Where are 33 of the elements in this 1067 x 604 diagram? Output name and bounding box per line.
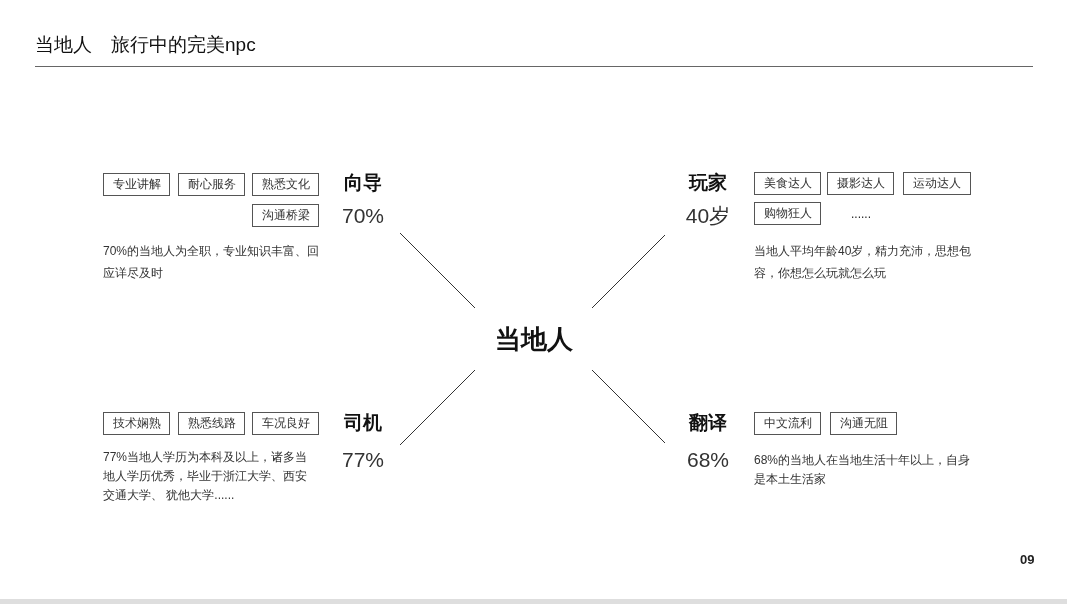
keyword-tag: 沟通无阻 xyxy=(830,412,897,435)
stat-value: 77% xyxy=(342,447,384,473)
keyword-tag: 运动达人 xyxy=(903,172,971,195)
keyword-tag: 中文流利 xyxy=(754,412,821,435)
role-heading: 司机 xyxy=(344,411,382,435)
connector-line xyxy=(591,369,666,444)
role-heading: 向导 xyxy=(344,171,382,195)
topic-label: 当地人 xyxy=(494,323,573,355)
connector-line xyxy=(591,234,666,309)
keyword-tag: 专业讲解 xyxy=(103,173,170,196)
role-heading: 玩家 xyxy=(689,171,727,195)
description-text: 70%的当地人为全职，专业知识丰富、回应详尽及时 xyxy=(103,243,321,282)
role-heading: 翻译 xyxy=(689,411,727,435)
keyword-tag: 沟通桥梁 xyxy=(252,204,319,227)
connector-line xyxy=(399,369,476,446)
keyword-tag: 美食达人 xyxy=(754,172,821,195)
keyword-tag: 耐心服务 xyxy=(178,173,245,196)
description-text: 当地人平均年龄40岁，精力充沛，思想包容，你想怎么玩就怎么玩 xyxy=(754,243,973,282)
stat-value: 40岁 xyxy=(685,203,731,229)
page-number: 09 xyxy=(1020,552,1035,568)
connector-line xyxy=(399,232,476,309)
keyword-tag: 熟悉文化 xyxy=(252,173,319,196)
keyword-tag: 购物狂人 xyxy=(754,202,821,225)
stat-value: 68% xyxy=(687,447,729,473)
keyword-tag: 熟悉线路 xyxy=(178,412,245,435)
description-text: 77%当地人学历为本科及以上，诸多当地人学历优秀，毕业于浙江大学、西安交通大学、 犹他大学...... xyxy=(103,449,309,504)
description-text: 68%的当地人在当地生活十年以上，自身是本土生活家 xyxy=(754,452,972,488)
keyword-tag: 车况良好 xyxy=(252,412,319,435)
keyword-tag: 摄影达人 xyxy=(827,172,894,195)
page-title: 当地人 旅行中的完美npc xyxy=(35,33,256,57)
stat-value: 70% xyxy=(342,203,384,229)
ellipsis-text: ...... xyxy=(851,206,871,222)
keyword-tag: 技术娴熟 xyxy=(103,412,170,435)
